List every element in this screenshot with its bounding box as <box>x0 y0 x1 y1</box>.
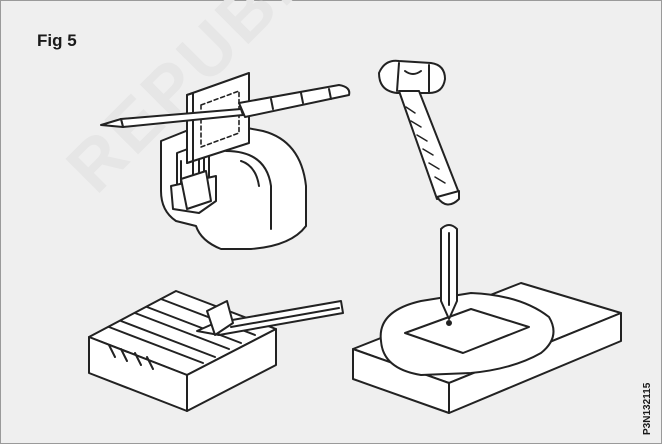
template-plate-edge <box>187 93 193 163</box>
vblock-illustration <box>89 291 343 411</box>
vice-illustration <box>101 73 349 249</box>
punch-illustration <box>353 225 621 413</box>
hammer-illustration <box>379 61 459 205</box>
scriber-tip <box>101 119 123 127</box>
hammer-head <box>379 61 445 93</box>
figure-code: P3N132115 <box>642 383 653 435</box>
hammer-handle <box>399 91 459 199</box>
punch-mark <box>447 321 451 325</box>
vice-clamp-block <box>181 171 211 209</box>
scriber-handle <box>239 85 349 117</box>
